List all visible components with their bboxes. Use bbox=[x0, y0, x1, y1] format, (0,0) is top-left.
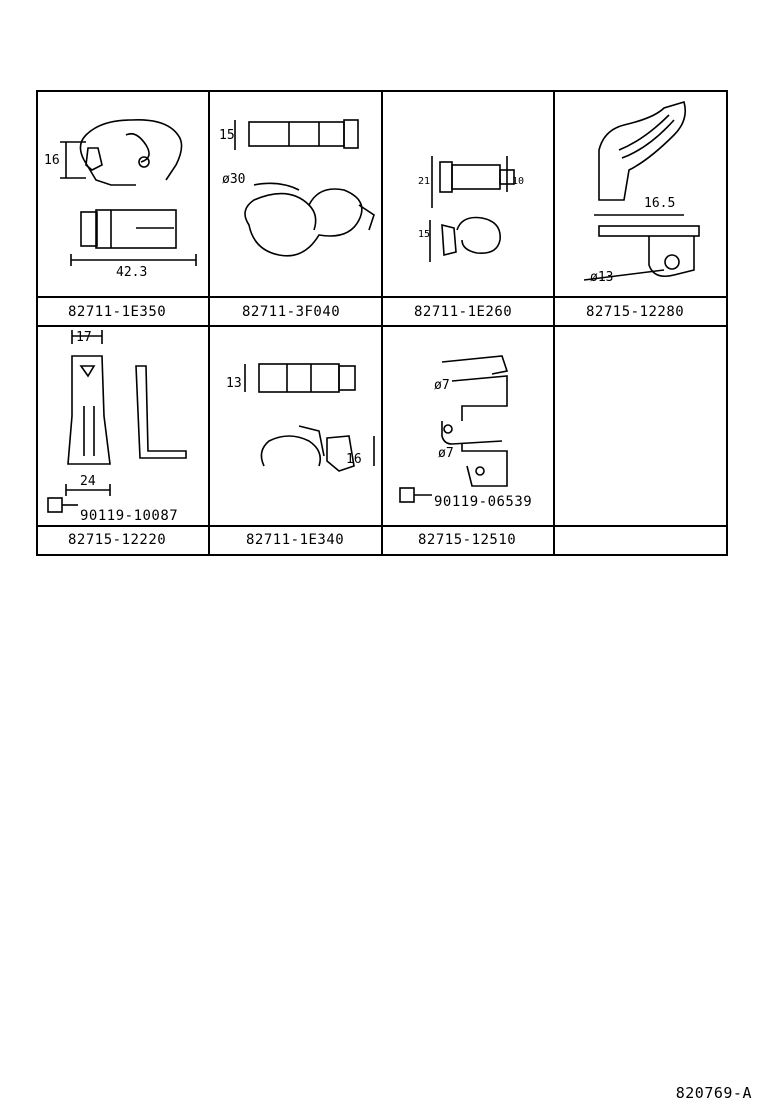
bracket-drawing-5 bbox=[47, 330, 187, 513]
dim-5b: 24 bbox=[80, 474, 96, 489]
dim-2b: ø30 bbox=[222, 172, 246, 187]
clip-drawing-6 bbox=[244, 363, 375, 472]
dim-7a: ø7 bbox=[434, 378, 450, 393]
bolt-number-5: 90119-10087 bbox=[80, 508, 179, 524]
bracket-drawing-7 bbox=[399, 355, 509, 503]
parts-grid: 16 42.3 82711-1E350 15 ø30 82711-3F040 bbox=[36, 90, 728, 556]
clip-drawing-3 bbox=[429, 156, 515, 262]
dim-3a: 21 bbox=[418, 176, 431, 187]
dim-3b: 10 bbox=[512, 176, 525, 187]
dim-6b: 16 bbox=[346, 452, 362, 467]
dim-4a: 16.5 bbox=[644, 196, 676, 211]
diagram-reference: 820769-A bbox=[675, 1084, 752, 1102]
dim-1a: 16 bbox=[44, 153, 60, 168]
bolt-number-7: 90119-06539 bbox=[434, 494, 533, 510]
dim-3c: 15 bbox=[418, 229, 431, 240]
clip-drawing-1 bbox=[60, 118, 197, 266]
part-number-4: 82715-12280 bbox=[586, 304, 685, 320]
part-number-2: 82711-3F040 bbox=[242, 304, 341, 320]
grid-lines bbox=[36, 90, 728, 556]
dim-5a: 17 bbox=[76, 330, 92, 345]
part-number-7: 82715-12510 bbox=[418, 532, 517, 548]
bracket-drawing-4 bbox=[583, 100, 700, 281]
dim-7b: ø7 bbox=[438, 446, 454, 461]
part-number-5: 82715-12220 bbox=[68, 532, 167, 548]
dim-2a: 15 bbox=[219, 128, 235, 143]
dim-6a: 13 bbox=[226, 376, 242, 391]
part-number-1: 82711-1E350 bbox=[68, 304, 167, 320]
dim-4b: ø13 bbox=[590, 270, 614, 285]
dim-1b: 42.3 bbox=[116, 265, 148, 280]
part-number-3: 82711-1E260 bbox=[414, 304, 513, 320]
part-number-6: 82711-1E340 bbox=[246, 532, 345, 548]
clip-drawing-2 bbox=[234, 119, 375, 257]
